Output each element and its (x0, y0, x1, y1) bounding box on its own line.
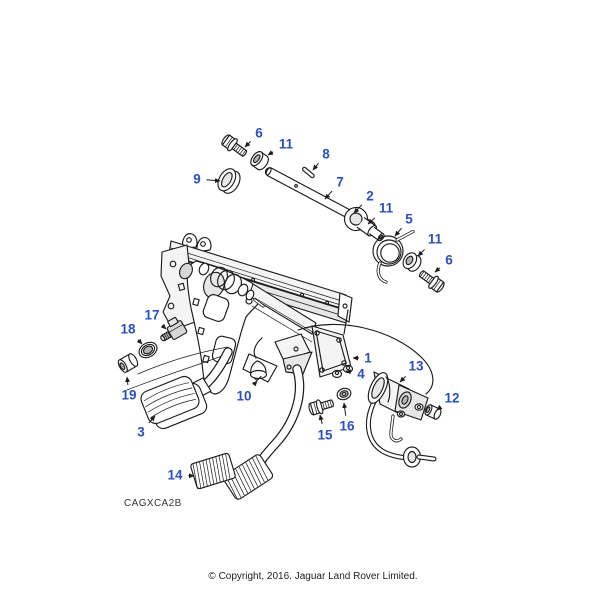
callout-10[interactable]: 10 (236, 389, 251, 404)
leader-line (399, 376, 406, 383)
part-washer-left (138, 341, 158, 359)
callout-19[interactable]: 19 (121, 388, 136, 403)
part-clutch-pipe (365, 395, 437, 468)
part-seal (217, 168, 241, 194)
callout-5[interactable]: 5 (405, 212, 413, 227)
leader-line (318, 414, 324, 425)
part-brake-pedal (222, 364, 305, 500)
part-bushing-cylinder (424, 404, 442, 420)
callout-18[interactable]: 18 (120, 322, 136, 337)
leader-line (160, 323, 167, 330)
part-bolt-lower (308, 399, 334, 416)
leader-line (148, 415, 156, 424)
leader-line (125, 376, 131, 385)
part-washer-lower (336, 387, 352, 401)
leader-line (251, 380, 258, 387)
leader-line (434, 266, 441, 273)
part-clutch-pedal (140, 347, 233, 430)
callout-12[interactable]: 12 (444, 391, 459, 406)
clutch-pipe-run (297, 323, 434, 395)
part-bushing-right (402, 252, 422, 272)
copyright-notice: © Copyright, 2016. Jaguar Land Rover Lim… (208, 571, 418, 582)
part-bushing-top (250, 151, 269, 171)
leader-line (312, 162, 319, 171)
part-pedal-rubber (190, 452, 236, 490)
part-nut (117, 353, 139, 373)
diagram-code: CAGXCA2B (124, 498, 182, 509)
leader-line (267, 150, 274, 156)
callout-16[interactable]: 16 (339, 419, 355, 434)
callout-3[interactable]: 3 (137, 425, 145, 440)
callout-6[interactable]: 6 (255, 126, 263, 141)
leader-line (417, 249, 425, 257)
harness-wires (126, 346, 229, 391)
part-stop-lamp-switch (160, 316, 188, 342)
callout-13[interactable]: 13 (408, 359, 424, 374)
callout-1[interactable]: 1 (364, 351, 372, 366)
callout-2[interactable]: 2 (366, 189, 374, 204)
callout-11[interactable]: 11 (428, 232, 443, 247)
part-flange-bolt-top (221, 134, 248, 157)
leader-line (206, 178, 221, 184)
callout-14[interactable]: 14 (167, 468, 183, 483)
part-master-cylinder (367, 371, 429, 421)
leader-line (342, 402, 348, 416)
leader-line (394, 227, 402, 237)
part-return-spring (372, 229, 415, 284)
callout-11[interactable]: 11 (279, 137, 294, 152)
leader-line (345, 369, 352, 375)
callout-17[interactable]: 17 (144, 308, 159, 323)
leader-line (324, 190, 333, 200)
part-roll-pin (302, 166, 315, 179)
part-clip (249, 360, 268, 382)
leader-line (353, 204, 363, 214)
leader-line (436, 404, 443, 411)
part-flange-bolt-right (418, 270, 445, 293)
callout-6[interactable]: 6 (445, 253, 453, 268)
callout-4[interactable]: 4 (357, 367, 365, 382)
part-pedal-box-bracket (160, 233, 354, 395)
callout-15[interactable]: 15 (317, 428, 333, 443)
callout-8[interactable]: 8 (322, 147, 330, 162)
callout-9[interactable]: 9 (193, 172, 201, 187)
callout-7[interactable]: 7 (336, 175, 344, 190)
leader-line (136, 338, 143, 345)
leader-line (244, 141, 251, 148)
leader-line (367, 217, 376, 225)
callout-11[interactable]: 11 (379, 201, 394, 216)
